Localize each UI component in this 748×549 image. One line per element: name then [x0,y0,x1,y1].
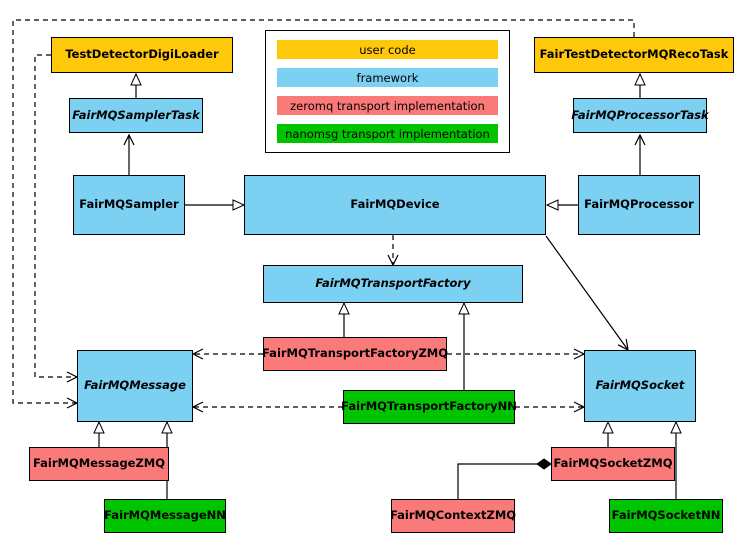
class-box-fairmqcontextzmq[interactable]: FairMQContextZMQ [389,499,517,533]
class-label: FairMQTransportFactoryNN [341,399,517,414]
legend: user code framework zeromq transport imp… [265,30,510,153]
class-box-fairmqdevice[interactable]: FairMQDevice [244,175,546,235]
class-box-fairmqprocessor[interactable]: FairMQProcessor [578,175,700,235]
class-box-fairmqtransportfactoryzmq[interactable]: FairMQTransportFactoryZMQ [262,337,449,371]
edge-socketzmq-to-contextzmq [457,458,552,499]
legend-label: nanomsg transport implementation [285,126,490,141]
class-label: FairMQSocket [595,378,685,393]
class-label: TestDetectorDigiLoader [65,47,219,62]
legend-label: user code [359,42,416,57]
class-label: FairMQContextZMQ [389,508,517,523]
class-label: FairMQSampler [79,197,179,212]
class-box-fairmqsocketnn[interactable]: FairMQSocketNN [609,499,723,533]
class-box-fairmqtransportfactory[interactable]: FairMQTransportFactory [263,265,523,303]
class-box-fairmqprocessortask[interactable]: FairMQProcessorTask [571,98,709,133]
edge-recotask-to-message [12,19,635,409]
class-label: FairMQMessageZMQ [32,456,166,471]
class-label: FairMQSocketZMQ [553,456,673,471]
class-label: FairMQProcessor [584,197,694,212]
class-label: FairMQSamplerTask [72,107,200,122]
legend-item-framework: framework [277,68,498,87]
class-box-fairmqmessage[interactable]: FairMQMessage [77,350,193,422]
legend-item-zeromq: zeromq transport implementation [277,96,498,115]
edge-device-to-socket [545,235,629,352]
class-box-fairmqsocketzmq[interactable]: FairMQSocketZMQ [551,447,675,481]
class-box-fairtestdetectormqrecotask[interactable]: FairTestDetectorMQRecoTask [534,37,734,73]
legend-item-user-code: user code [277,40,498,59]
class-box-fairmqtransportfactorynn[interactable]: FairMQTransportFactoryNN [341,390,517,424]
class-box-fairmqsocket[interactable]: FairMQSocket [584,350,696,422]
class-box-fairmqmessagenn[interactable]: FairMQMessageNN [104,499,226,533]
class-label: FairMQMessage [84,378,186,393]
class-label: FairMQTransportFactoryZMQ [262,346,449,361]
class-label: FairMQSocketNN [611,508,721,523]
class-box-fairmqsamplertask[interactable]: FairMQSamplerTask [69,98,203,133]
class-label: FairMQTransportFactory [315,276,471,291]
legend-item-nanomsg: nanomsg transport implementation [277,124,498,143]
class-label: FairMQProcessorTask [571,107,709,122]
class-box-fairmqmessagezmq[interactable]: FairMQMessageZMQ [29,447,169,481]
legend-label: zeromq transport implementation [290,98,485,113]
class-label: FairMQDevice [350,197,440,212]
legend-label: framework [356,70,419,85]
class-box-testdetectordigiloader[interactable]: TestDetectorDigiLoader [51,37,233,73]
class-label: FairMQMessageNN [104,508,226,523]
class-label: FairTestDetectorMQRecoTask [539,47,729,62]
class-box-fairmqsampler[interactable]: FairMQSampler [73,175,185,235]
